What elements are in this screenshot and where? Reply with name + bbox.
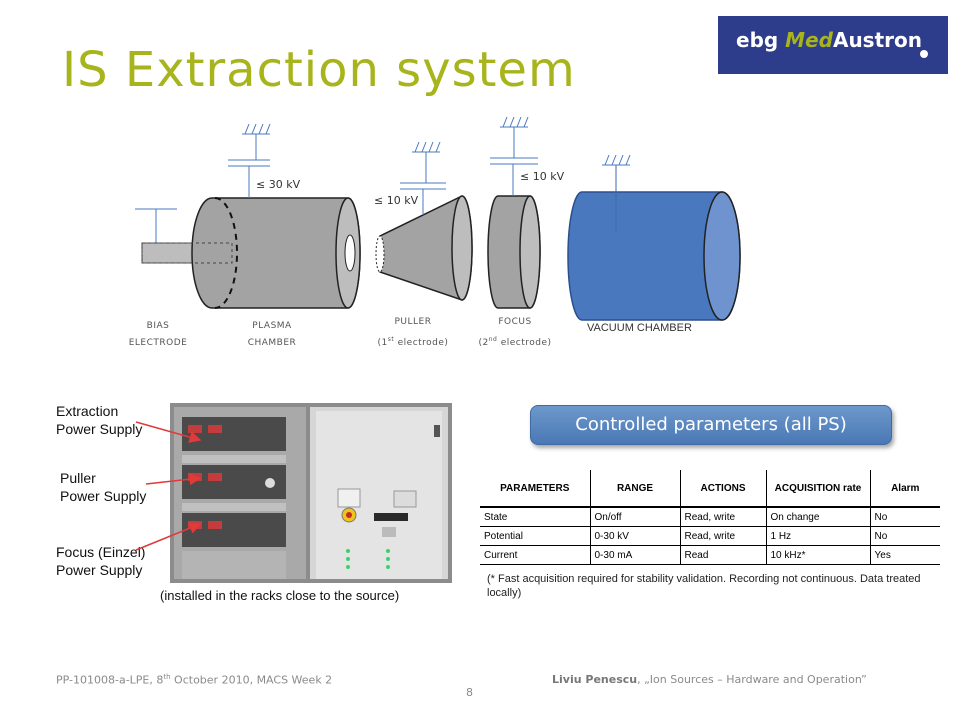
- table-cell: Current: [480, 545, 591, 565]
- table-header-cell: ACTIONS: [680, 470, 767, 508]
- table-cell: Read: [680, 545, 767, 565]
- parameters-table: PARAMETERS RANGE ACTIONS ACQUISITION rat…: [480, 470, 940, 565]
- table-cell: Yes: [870, 545, 940, 565]
- extraction-diagram: [135, 116, 741, 321]
- table-cell: State: [480, 507, 591, 527]
- table-cell: 1 Hz: [766, 526, 871, 546]
- table-footnote: (* Fast acquisition required for stabili…: [487, 573, 921, 599]
- table-cell: 10 kHz*: [766, 545, 871, 565]
- focus-ground-icon: [490, 116, 538, 196]
- table-cell: No: [870, 507, 940, 527]
- controlled-parameters-heading: Controlled parameters (all PS): [530, 405, 892, 445]
- power-supply-rack-photo: [170, 403, 452, 583]
- plasma-voltage-label: ≤ 30 kV: [256, 178, 301, 191]
- logo-background: [718, 16, 948, 74]
- footer-decoration: [30, 639, 870, 641]
- footer-right: Liviu Penescu, „Ion Sources – Hardware a…: [552, 673, 867, 686]
- table-cell: 0-30 mA: [590, 545, 681, 565]
- puller-ground-icon: [400, 141, 446, 215]
- puller-electrode: [375, 195, 473, 301]
- table-cell: No: [870, 526, 940, 546]
- puller-label: PULLER (1st electrode): [377, 317, 449, 348]
- logo-dot-icon: [920, 50, 928, 58]
- table-row: Potential 0-30 kV Read, write 1 Hz No: [480, 526, 940, 546]
- logo: ebg MedAustron: [736, 28, 922, 52]
- table-row: State On/off Read, write On change No: [480, 507, 940, 527]
- page-number: 8: [466, 686, 473, 699]
- focus-arrow: [135, 522, 202, 551]
- ps-pointer-arrows: [135, 421, 202, 551]
- table-header-cell: ACQUISITION rate: [766, 470, 871, 508]
- slide-title: IS Extraction system: [62, 42, 576, 98]
- table-cell: 0-30 kV: [590, 526, 681, 546]
- focus-voltage-label: ≤ 10 kV: [520, 170, 565, 183]
- vacuum-chamber-label: VACUUM CHAMBER: [587, 322, 692, 334]
- puller-voltage-label: ≤ 10 kV: [374, 194, 419, 207]
- table-cell: Read, write: [680, 507, 767, 527]
- focus-ps-label: Focus (Einzel)Power Supply: [56, 544, 146, 578]
- table-cell: On change: [766, 507, 871, 527]
- focus-electrode: [487, 195, 541, 309]
- table-header-cell: RANGE: [590, 470, 681, 508]
- header-decoration: [500, 45, 718, 47]
- plasma-chamber: [141, 197, 361, 309]
- table-cell: On/off: [590, 507, 681, 527]
- table-row: Current 0-30 mA Read 10 kHz* Yes: [480, 545, 940, 565]
- rack-caption: (installed in the racks close to the sou…: [160, 588, 400, 603]
- vacuum-chamber: [567, 191, 741, 321]
- table-header-cell: PARAMETERS: [480, 470, 591, 508]
- vacuum-ground-icon: [602, 154, 631, 232]
- puller-arrow: [145, 473, 202, 486]
- table-cell: Potential: [480, 526, 591, 546]
- table-cell: Read, write: [680, 526, 767, 546]
- plasma-ground-icon: [228, 123, 271, 198]
- focus-label: FOCUS (2nd electrode): [478, 317, 552, 348]
- table-header-row: PARAMETERS RANGE ACTIONS ACQUISITION rat…: [480, 470, 940, 508]
- footer-left: PP-101008-a-LPE, 8th October 2010, MACS …: [56, 673, 333, 687]
- table-header-cell: Alarm: [870, 470, 940, 508]
- extraction-arrow: [135, 421, 202, 443]
